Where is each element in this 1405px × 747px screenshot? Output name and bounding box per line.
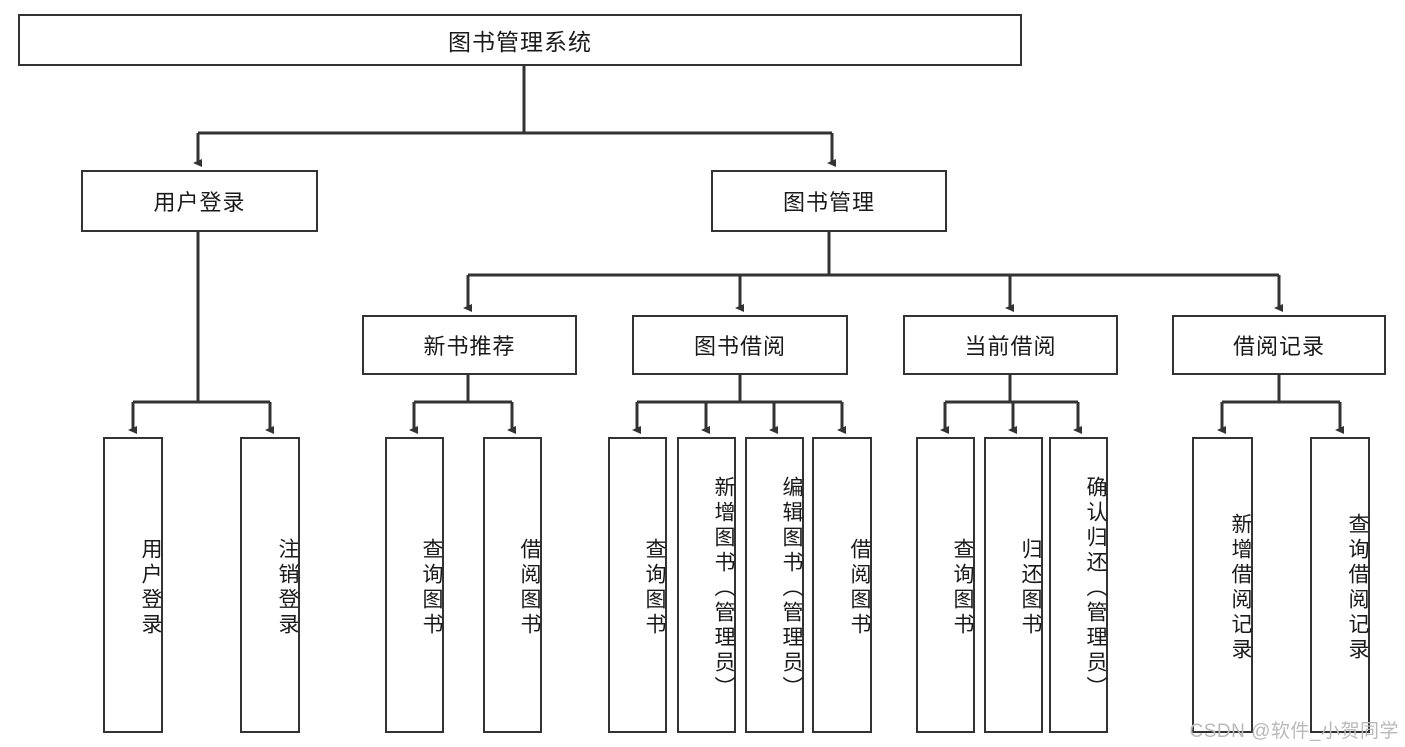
node-label: 查询图书 bbox=[951, 538, 974, 638]
node-label: 图书管理系统 bbox=[448, 29, 592, 55]
node-leaf-add-book-admin[interactable]: 新增图书（管理员） bbox=[677, 437, 736, 733]
node-label: 归还图书 bbox=[1019, 538, 1042, 638]
node-leaf-logout[interactable]: 注销登录 bbox=[240, 437, 300, 733]
node-label: 图书借阅 bbox=[693, 334, 786, 359]
node-label: 查询图书 bbox=[420, 538, 443, 638]
node-label: 图书管理 bbox=[782, 190, 875, 215]
node-leaf-confirm-return-admin[interactable]: 确认归还（管理员） bbox=[1049, 437, 1108, 733]
node-label: 借阅图书 bbox=[518, 538, 541, 638]
node-label: 借阅图书 bbox=[848, 538, 871, 638]
node-leaf-return-book[interactable]: 归还图书 bbox=[984, 437, 1043, 733]
node-label: 注销登录 bbox=[276, 538, 299, 638]
node-leaf-user-login[interactable]: 用户登录 bbox=[103, 437, 163, 733]
watermark: CSDN @软件_小贺同学 bbox=[1189, 721, 1399, 742]
node-label: 编辑图书（管理员） bbox=[780, 475, 803, 701]
node-book-management[interactable]: 图书管理 bbox=[711, 170, 947, 232]
node-label: 查询借阅记录 bbox=[1346, 513, 1369, 663]
node-label: 用户登录 bbox=[139, 538, 162, 638]
node-leaf-query-book-recommend[interactable]: 查询图书 bbox=[385, 437, 444, 733]
node-leaf-query-book-borrow[interactable]: 查询图书 bbox=[608, 437, 667, 733]
node-label: 新增图书（管理员） bbox=[712, 475, 735, 701]
node-label: 新书推荐 bbox=[423, 334, 516, 359]
node-leaf-query-book-current[interactable]: 查询图书 bbox=[916, 437, 975, 733]
node-label: 确认归还（管理员） bbox=[1084, 475, 1107, 701]
node-label: 新增借阅记录 bbox=[1229, 513, 1252, 663]
node-leaf-borrow-book[interactable]: 借阅图书 bbox=[812, 437, 872, 733]
node-root-system[interactable]: 图书管理系统 bbox=[18, 14, 1022, 66]
node-label: 借阅记录 bbox=[1232, 334, 1325, 359]
node-label: 用户登录 bbox=[153, 190, 246, 215]
node-leaf-query-borrow-record[interactable]: 查询借阅记录 bbox=[1310, 437, 1370, 733]
node-label: 查询图书 bbox=[643, 538, 666, 638]
node-book-borrow[interactable]: 图书借阅 bbox=[632, 315, 848, 375]
node-borrow-records[interactable]: 借阅记录 bbox=[1172, 315, 1386, 375]
node-current-borrow[interactable]: 当前借阅 bbox=[903, 315, 1118, 375]
node-leaf-edit-book-admin[interactable]: 编辑图书（管理员） bbox=[745, 437, 804, 733]
node-leaf-add-borrow-record[interactable]: 新增借阅记录 bbox=[1192, 437, 1253, 733]
node-user-login[interactable]: 用户登录 bbox=[81, 170, 318, 232]
node-new-book-recommend[interactable]: 新书推荐 bbox=[362, 315, 577, 375]
node-leaf-borrow-book-recommend[interactable]: 借阅图书 bbox=[483, 437, 542, 733]
node-label: 当前借阅 bbox=[964, 334, 1057, 359]
